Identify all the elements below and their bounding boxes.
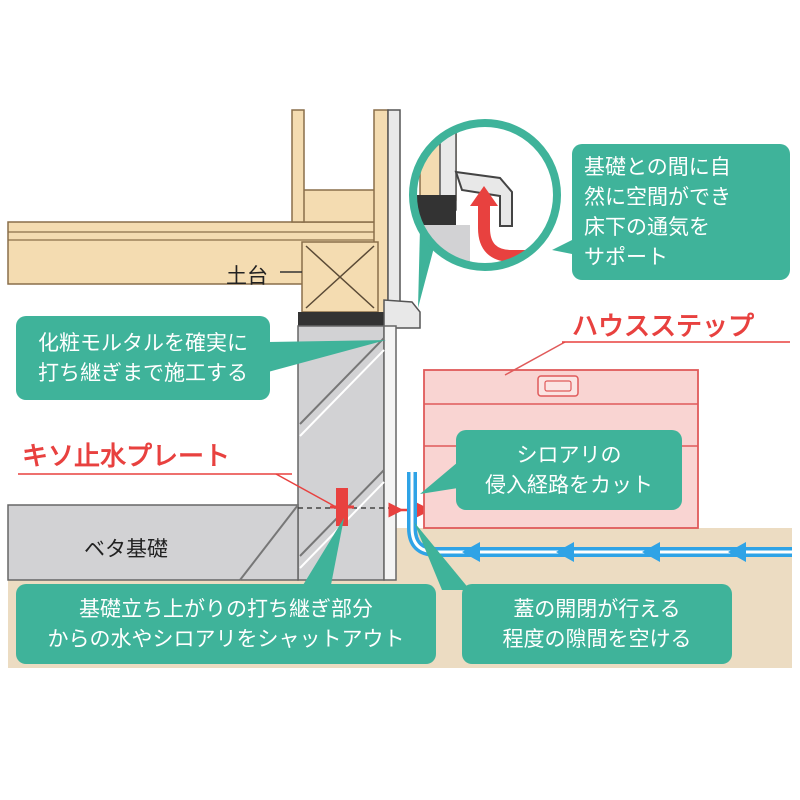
waterproof-callout-line-1: 基礎立ち上がりの打ち継ぎ部分 xyxy=(79,597,373,621)
ventilation-callout-line-4: サポート xyxy=(584,245,668,269)
magnifier xyxy=(409,119,561,308)
termite-route-callout: シロアリの 侵入経路をカット xyxy=(456,430,682,510)
kiso-plate-leader xyxy=(275,473,337,508)
termite-route-callout-line-2: 侵入経路をカット xyxy=(485,473,653,497)
gap-callout-line-1: 蓋の開閉が行える xyxy=(513,597,681,621)
gap-callout-line-2: 程度の隙間を空ける xyxy=(502,627,692,651)
ventilation-callout-line-2: 然に空間ができ xyxy=(584,185,731,209)
sill-dodai xyxy=(301,241,379,313)
waterproof-callout-line-2: からの水やシロアリをシャットアウト xyxy=(47,627,405,651)
gap-callout-pointer xyxy=(414,522,470,590)
dodai-label: 土台 xyxy=(226,264,268,288)
waterproof-plate xyxy=(330,488,354,526)
mortar-callout-pointer xyxy=(268,340,386,372)
house-step-leader xyxy=(504,341,566,376)
termite-route-callout-line-1: シロアリの xyxy=(516,443,622,467)
mortar-callout-line-1: 化粧モルタルを確実に xyxy=(38,331,248,355)
vent-bracket xyxy=(383,299,421,329)
house-step-label: ハウスステップ xyxy=(572,312,755,342)
foundation-packing xyxy=(298,312,384,326)
ventilation-callout-line-3: 床下の通気を xyxy=(584,215,710,239)
waterproof-callout: 基礎立ち上がりの打ち継ぎ部分 からの水やシロアリをシャットアウト xyxy=(16,584,436,664)
ventilation-callout: 基礎との間に自 然に空間ができ 床下の通気を サポート xyxy=(572,144,790,280)
beta-foundation-slab xyxy=(7,504,299,581)
kiso-plate-label: キソ止水プレート xyxy=(22,442,231,472)
waterproof-callout-pointer xyxy=(300,518,344,590)
beta-kiso-label: ベタ基礎 xyxy=(84,537,168,561)
mortar-callout-line-2: 打ち継ぎまで施工する xyxy=(38,361,248,385)
ventilation-callout-line-1: 基礎との間に自 xyxy=(584,155,731,179)
mortar-callout: 化粧モルタルを確実に 打ち継ぎまで施工する xyxy=(16,316,270,400)
foundation-wall xyxy=(297,325,397,581)
termite-callout-pointer xyxy=(420,462,458,494)
ventilation-callout-pointer xyxy=(552,240,572,254)
gap-callout: 蓋の開閉が行える 程度の隙間を空ける xyxy=(462,584,732,664)
